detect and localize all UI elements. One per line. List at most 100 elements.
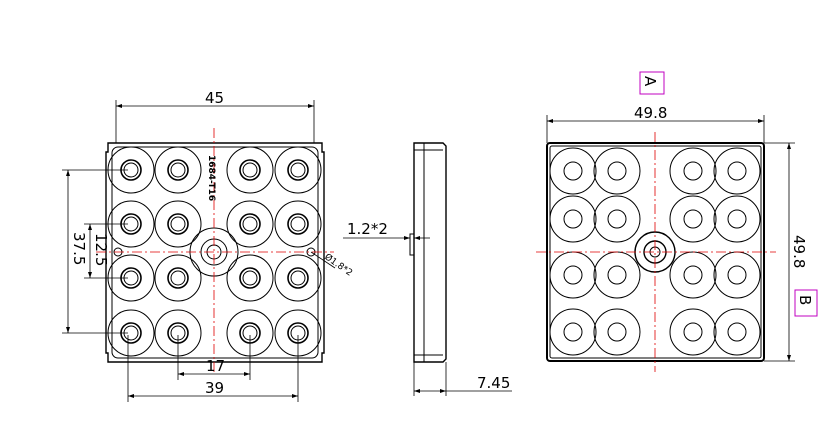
front-outline [105,142,325,363]
dimension-arrowhead [178,372,184,376]
back-lens-outer [669,147,717,195]
front-lens-outer [154,200,202,248]
dimension-arrowhead [414,389,420,393]
front-lens-hole [170,270,186,286]
dimension-arrowhead [66,327,70,333]
side-view [409,142,447,363]
front-lens-hole [242,162,258,178]
dimension-arrowheads [66,104,791,398]
side-dimensions [343,237,512,396]
back-lens-inner [727,322,747,342]
front-lens-ring [167,267,189,289]
front-dimensions [62,100,336,402]
dimension-arrowhead [758,119,764,123]
dimension-arrowhead [787,143,791,149]
front-pitch-horizontal-dim: 17 [206,357,225,375]
dimension-arrowhead [787,355,791,361]
front-lens-hole [290,270,306,286]
front-lens-hole [170,216,186,232]
back-centerlines [536,132,776,372]
datum-b-box [794,289,818,317]
back-lens-outer [669,251,717,299]
datum-b-label: B [796,295,814,305]
back-lens-inner [607,209,627,229]
back-lens-inner [727,209,747,229]
side-outline [413,142,447,363]
front-lens-ring [239,159,261,181]
hole-callout: Ø1.8*2 [322,251,354,278]
dimension-arrowhead [88,224,92,230]
dimension-arrowhead [404,236,410,240]
datum-a-box [639,71,665,95]
dimension-arrowhead [128,394,134,398]
front-lens-hole [290,216,306,232]
dimension-arrowhead [88,272,92,278]
front-lens-ring [167,159,189,181]
front-inner-outline [111,146,319,359]
back-width-dim: 49.8 [634,104,667,122]
front-lens-ring [287,213,309,235]
back-lens-outer [713,147,761,195]
front-lens-ring [167,213,189,235]
front-lens-ring [239,267,261,289]
front-lens-outer [154,254,202,302]
dimension-arrowhead [414,236,420,240]
back-lens-outer [549,195,597,243]
back-lens-inner [727,161,747,181]
dimension-arrowhead [244,372,250,376]
dimension-arrowhead [66,170,70,176]
back-lens-outer [593,251,641,299]
front-lens-outer [154,146,202,194]
front-lens-outer [226,146,274,194]
back-dimensions [546,115,795,362]
front-centerlines [96,128,334,372]
back-outline [546,142,765,362]
dimension-arrowhead [292,394,298,398]
front-lens-outer [274,254,322,302]
back-lens-outer [549,308,597,356]
front-lens-hole [290,162,306,178]
back-lens-outer [713,251,761,299]
back-lens-outer [713,195,761,243]
back-lens-inner [563,322,583,342]
front-width-dim: 45 [205,89,224,107]
front-hole-span-dim: 39 [205,379,224,397]
back-lens-outer [549,251,597,299]
back-lens-grid [549,147,761,356]
back-lens-inner [607,322,627,342]
front-lens-hole [242,270,258,286]
back-height-dim: 49.8 [790,235,808,268]
back-lens-inner [727,265,747,285]
dimension-arrowhead [547,119,553,123]
dimension-arrowhead [116,104,122,108]
side-thickness-dim: 7.45 [477,374,510,392]
back-lens-inner [683,322,703,342]
back-lens-outer [593,147,641,195]
side-step-detail [409,233,415,256]
front-lens-hole [170,162,186,178]
back-lens-inner [563,265,583,285]
back-lens-outer [549,147,597,195]
back-lens-outer [593,195,641,243]
back-lens-inner [563,161,583,181]
front-lens-outer [226,200,274,248]
back-lens-inner [563,209,583,229]
front-lens-ring [287,267,309,289]
side-step-dim: 1.2*2 [347,220,388,238]
front-lens-ring [287,159,309,181]
back-lens-inner [683,161,703,181]
front-lens-outer [226,254,274,302]
datum-a-label: A [641,76,659,87]
back-view [546,142,765,362]
dimension-arrowhead [440,389,446,393]
front-pitch-vertical-dim: 12.5 [92,233,110,266]
front-lens-ring [239,213,261,235]
back-lens-outer [669,308,717,356]
dimension-arrowhead [308,104,314,108]
front-lens-hole [242,216,258,232]
part-marking-label: 1684-T16 [206,155,216,201]
back-lens-inner [607,265,627,285]
back-lens-outer [593,308,641,356]
back-lens-outer [669,195,717,243]
